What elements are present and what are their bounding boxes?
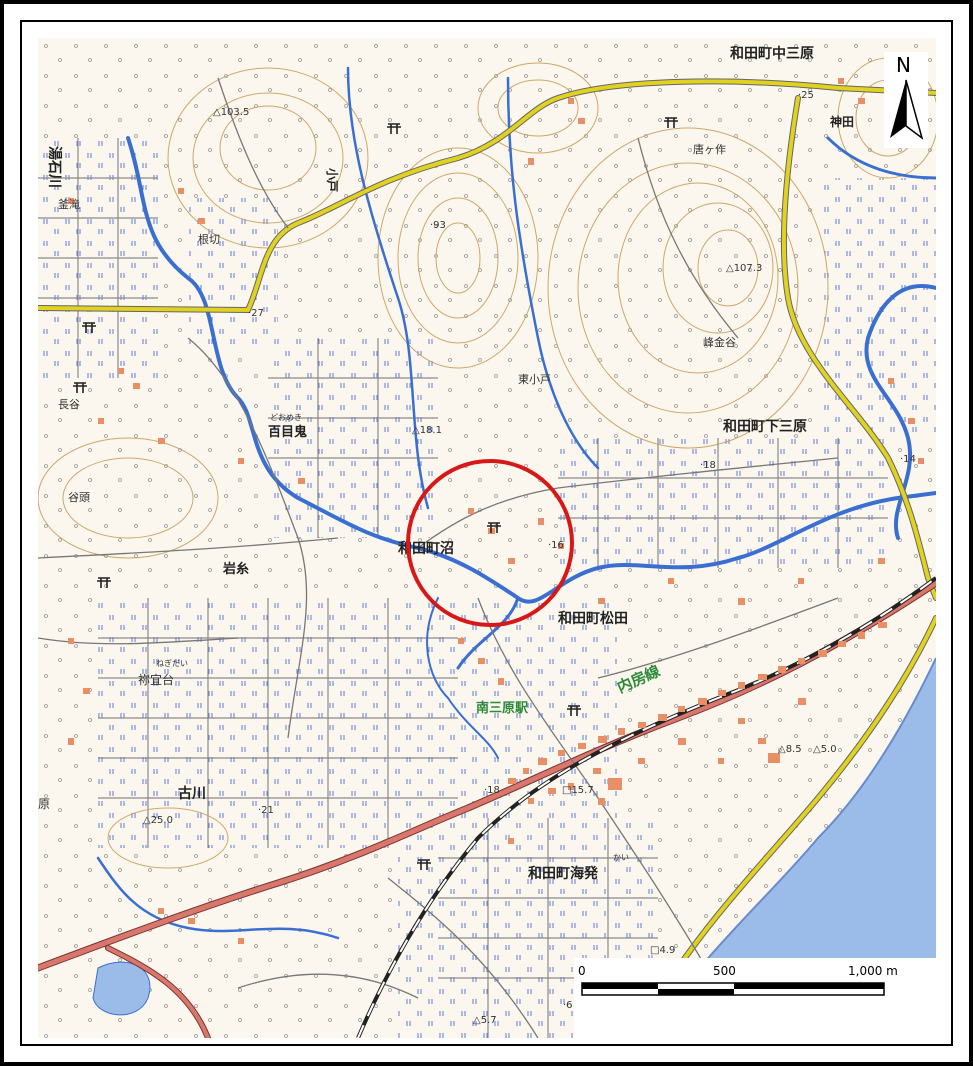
svg-text:□4.9: □4.9 (650, 945, 675, 956)
svg-text:□15.7: □15.7 (562, 785, 594, 796)
label-yuishigawa: 湯石川 (46, 146, 63, 188)
elevation-labels: △103.5 ·93 △107.3 △18.1 ·18 ·14 ·16 △8.5… (143, 90, 916, 1026)
scale-label-500: 500 (713, 964, 736, 978)
minor-roads (38, 77, 839, 1038)
svg-text:△18.1: △18.1 (412, 425, 442, 436)
topographic-map: △103.5 ·93 △107.3 △18.1 ·18 ·14 ·16 △8.5… (38, 38, 936, 1038)
svg-text:·14: ·14 (900, 454, 916, 465)
label-domeki: 百目鬼 (268, 424, 307, 440)
label-minegaya: 峰金谷 (703, 335, 736, 349)
svg-text:·18: ·18 (484, 785, 500, 796)
label-iwaito: 岩糸 (222, 561, 249, 577)
svg-text:△5.0: △5.0 (813, 744, 837, 755)
svg-text:△5.7: △5.7 (473, 1015, 497, 1026)
prefectural-roads (38, 78, 936, 1038)
national-road (38, 579, 936, 1038)
svg-text:·21: ·21 (258, 805, 274, 816)
buildings (68, 78, 924, 944)
svg-text:△107.3: △107.3 (726, 263, 762, 274)
label-negidai-kana: ねぎだい (156, 658, 188, 668)
label-negidai: 祢宜台 (138, 672, 174, 687)
label-hara: 原 (38, 797, 50, 811)
label-kai-kana: かい (613, 853, 629, 862)
svg-text:·18: ·18 (700, 460, 716, 471)
label-karagasaku: 唐ヶ作 (693, 142, 726, 156)
svg-text:·16: ·16 (548, 540, 564, 551)
svg-text:△25.0: △25.0 (143, 815, 173, 826)
label-kanda: 神田 (830, 114, 854, 129)
scale-label-0: 0 (578, 964, 586, 978)
north-label: N (896, 53, 911, 77)
label-wada-matsuda: 和田町松田 (558, 610, 628, 627)
label-koto: 小戸 (325, 168, 340, 192)
svg-text:·27: ·27 (248, 308, 264, 319)
field-grid (38, 138, 888, 1038)
label-nagaya: 長谷 (58, 398, 80, 411)
svg-text:△8.5: △8.5 (778, 744, 802, 755)
study-site-circle (406, 459, 574, 627)
label-minamimihara-station: 南三原駅 (476, 700, 529, 716)
label-kamataki: 釜滝 (58, 197, 80, 211)
north-arrow: N (884, 52, 928, 148)
scale-bar: 0 500 1,000 m (574, 958, 936, 1038)
label-wada-nakamihara: 和田町中三原 (730, 45, 814, 62)
label-wada-kaihotsu: 和田町海発 (528, 865, 599, 882)
svg-text:·6: ·6 (563, 1000, 573, 1011)
label-yatsugashira: 谷頭 (68, 491, 90, 504)
label-higashikoto: 東小戸 (518, 373, 551, 386)
svg-text:·25: ·25 (798, 90, 814, 101)
label-domeki-kana: どおめき (270, 413, 302, 422)
label-wada-numa: 和田町沼 (398, 541, 454, 557)
place-labels: 和田町中三原 神田 唐ヶ作 湯石川 釜滝 根切 小戸 峰金谷 長谷 東小戸 どお… (38, 45, 854, 882)
pond (92, 961, 151, 1016)
sea (648, 658, 936, 1038)
railway-naibo-line (356, 576, 936, 1038)
label-nekiri: 根切 (198, 232, 220, 246)
svg-text:△103.5: △103.5 (213, 107, 249, 118)
scale-label-1000: 1,000 m (848, 964, 898, 978)
label-furukawa: 古川 (178, 785, 206, 802)
shrine-symbols (73, 117, 678, 870)
label-wada-shimomihara: 和田町下三原 (723, 419, 807, 435)
svg-text:·93: ·93 (430, 220, 446, 231)
